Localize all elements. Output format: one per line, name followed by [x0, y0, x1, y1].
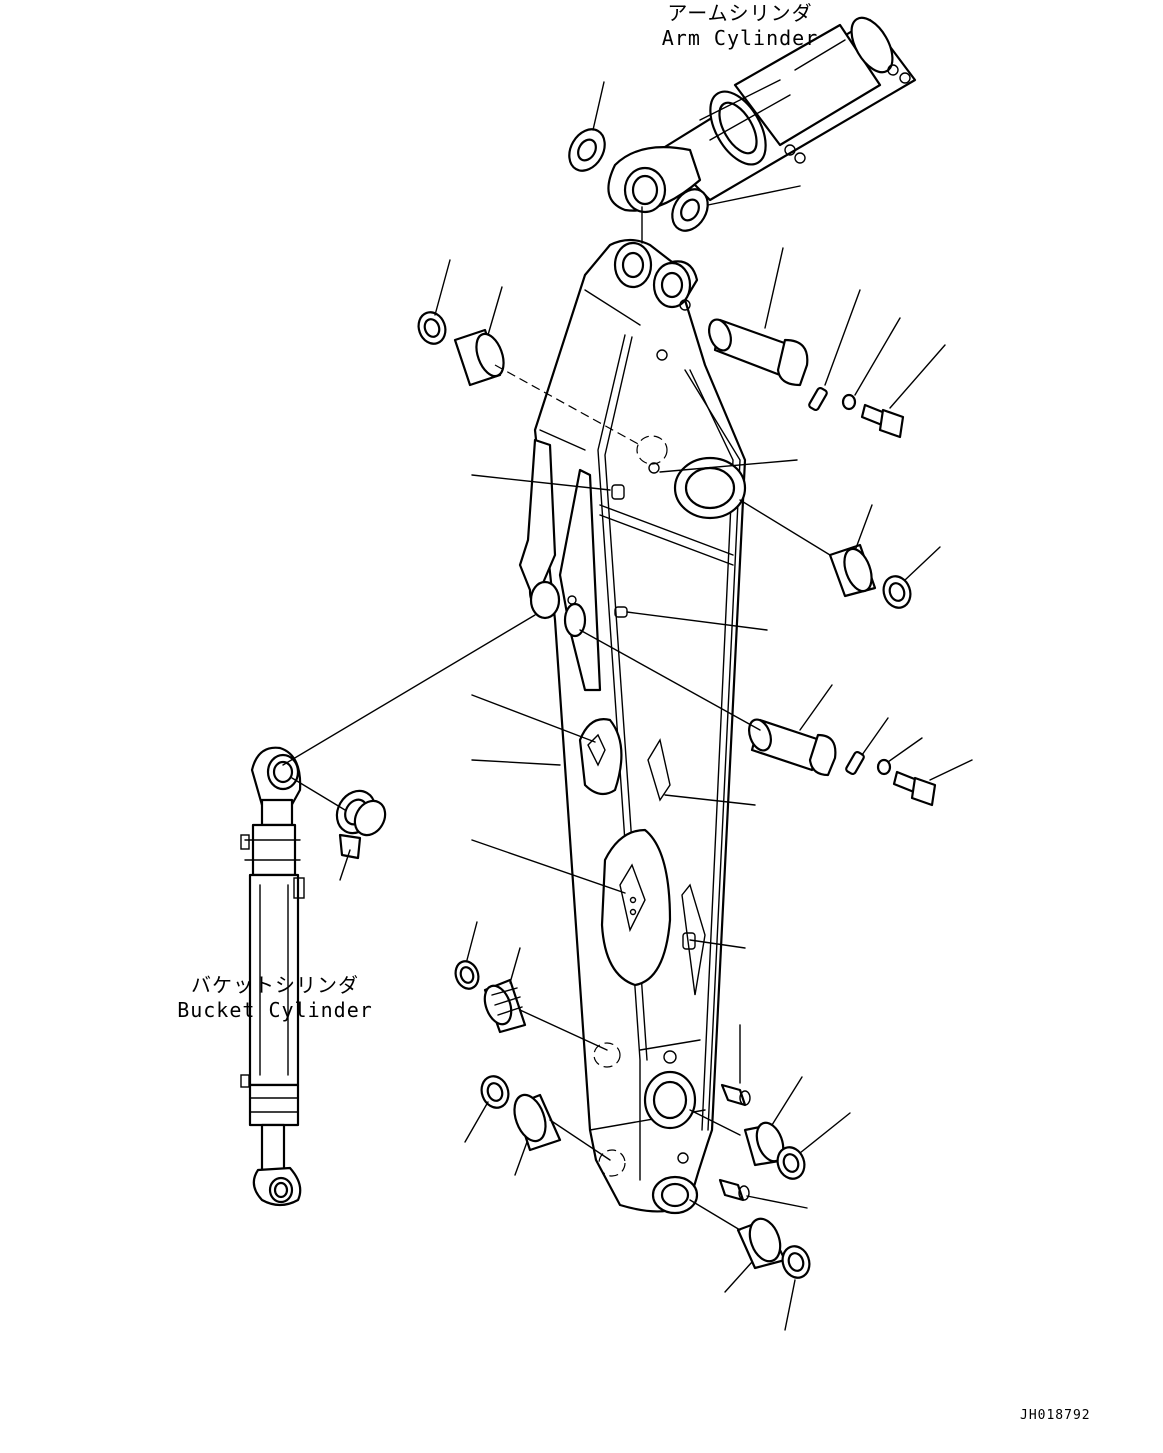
- bucket-cylinder-label-jp: バケットシリンダ: [191, 973, 359, 997]
- grease-fitting-bottom: [718, 1178, 750, 1202]
- bushing-top-left: [453, 328, 505, 387]
- thrust-washer-upper-right: [671, 188, 709, 232]
- bushing-lower-left: [483, 978, 527, 1034]
- assembly-lines: [282, 206, 831, 1231]
- arm-body: [518, 238, 747, 1215]
- arm-cylinder-label-jp: アームシリンダ: [667, 1, 813, 25]
- leader-lines: [339, 81, 973, 1331]
- arm-cylinder-label-en: Arm Cylinder: [661, 26, 819, 50]
- dust-seal-bottom-left: [480, 1075, 510, 1109]
- thrust-washer-upper-left: [568, 128, 606, 172]
- dust-seal-mid-right: [882, 575, 912, 609]
- washer-top: [841, 393, 857, 411]
- lock-plate-top: [808, 386, 828, 412]
- bushing-bottom-right-lower: [736, 1217, 787, 1270]
- dust-seal-lower-left: [454, 960, 480, 990]
- dust-seal-bottom-right-lower: [781, 1245, 811, 1279]
- bolt-mid: [892, 770, 937, 807]
- washer-mid: [876, 758, 892, 776]
- bolt-top: [860, 403, 905, 439]
- grease-fitting-lower: [720, 1083, 751, 1107]
- bucket-cylinder-label-en: Bucket Cylinder: [177, 998, 373, 1022]
- bushing-bottom-left: [513, 1093, 562, 1152]
- drawing-code: JH018792: [1020, 1408, 1091, 1423]
- bushing-mid-right: [828, 543, 877, 598]
- shim-bucket-cylinder: [335, 789, 387, 860]
- lock-plate-mid: [845, 750, 865, 776]
- bucket-cylinder: [240, 746, 305, 1207]
- dust-seal-top-left: [417, 311, 447, 345]
- dust-seal-bottom-right-upper: [776, 1146, 806, 1180]
- pin-mid-right: [748, 718, 837, 777]
- arm-cylinder: [607, 16, 917, 214]
- pin-top-right: [708, 318, 809, 387]
